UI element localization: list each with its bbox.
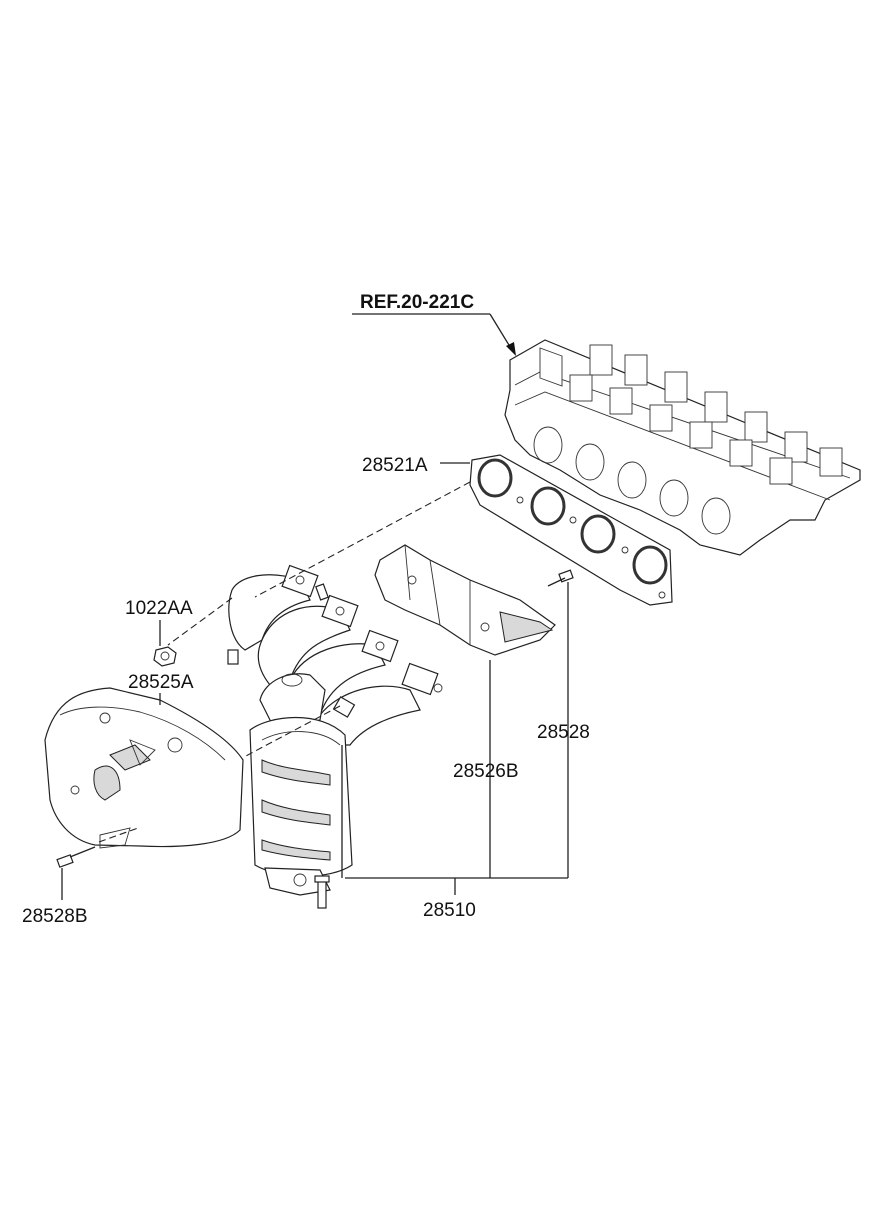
leader-lines: [61, 313, 569, 900]
bolt-left-part-label: 28528B: [22, 906, 88, 927]
upper-heat-protector-drawing: [374, 544, 556, 656]
bolt-right-part-label: 28528: [537, 722, 590, 743]
nut-part-label: 1022AA: [125, 598, 193, 619]
flange-nut-drawing: [153, 646, 177, 667]
exhaust-manifold-drawing: [227, 564, 443, 909]
lower-heat-protector-part-label: 28525A: [128, 672, 194, 693]
bolt-left-drawing: [56, 846, 96, 868]
manifold-gasket-drawing: [469, 454, 673, 606]
upper-heat-protector-part-label: 28526B: [453, 761, 519, 782]
lower-heat-protector-drawing: [44, 687, 244, 849]
bolt-right-drawing: [547, 569, 574, 587]
gasket-part-label: 28521A: [362, 455, 428, 476]
reference-label: REF.20-221C: [360, 292, 474, 313]
cylinder-head-drawing: [504, 339, 861, 556]
manifold-assembly-part-label: 28510: [423, 900, 476, 921]
